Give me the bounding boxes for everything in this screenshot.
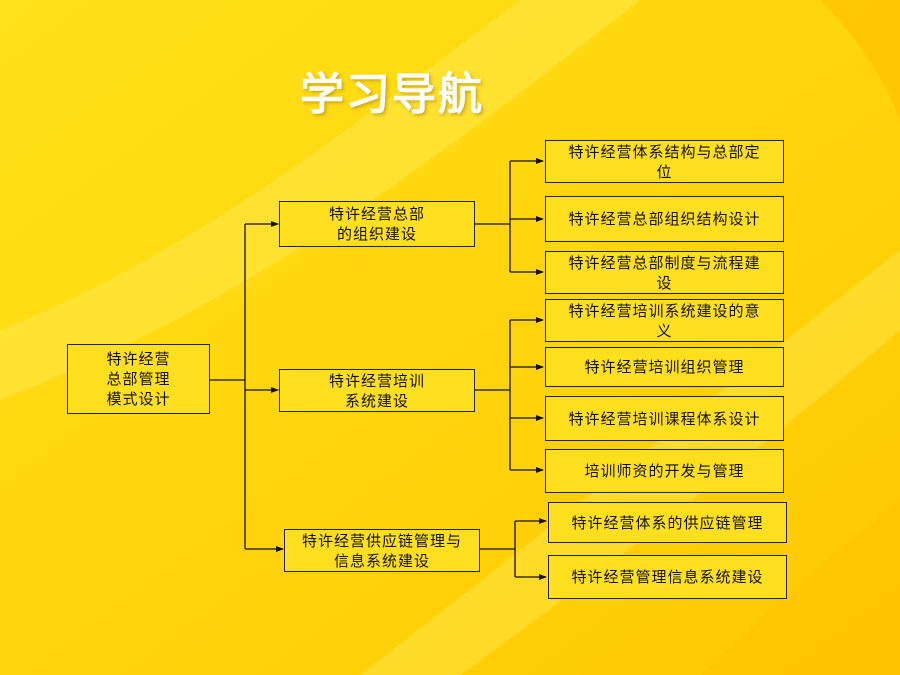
branch-node-training-system: 特许经营培训 系统建设 [279,369,475,412]
branch-node-org-construction: 特许经营总部 的组织建设 [279,201,475,247]
leaf-node-supply-chain-management: 特许经营体系的供应链管理 [548,502,787,543]
slide-title: 学习导航 [300,69,484,120]
leaf-node-rules-process: 特许经营总部制度与流程建 设 [545,251,784,294]
branch-node-supply-chain-info: 特许经营供应链管理与 信息系统建设 [284,529,480,572]
leaf-node-training-significance: 特许经营培训系统建设的意 义 [545,299,784,342]
leaf-node-mis-construction: 特许经营管理信息系统建设 [548,555,787,599]
leaf-node-system-structure: 特许经营体系结构与总部定 位 [545,140,784,183]
root-node: 特许经营 总部管理 模式设计 [67,344,210,414]
leaf-node-training-org-management: 特许经营培训组织管理 [545,347,784,387]
leaf-node-org-structure-design: 特许经营总部组织结构设计 [545,196,784,242]
leaf-node-training-curriculum: 特许经营培训课程体系设计 [545,396,784,441]
leaf-node-trainer-development: 培训师资的开发与管理 [545,449,784,493]
